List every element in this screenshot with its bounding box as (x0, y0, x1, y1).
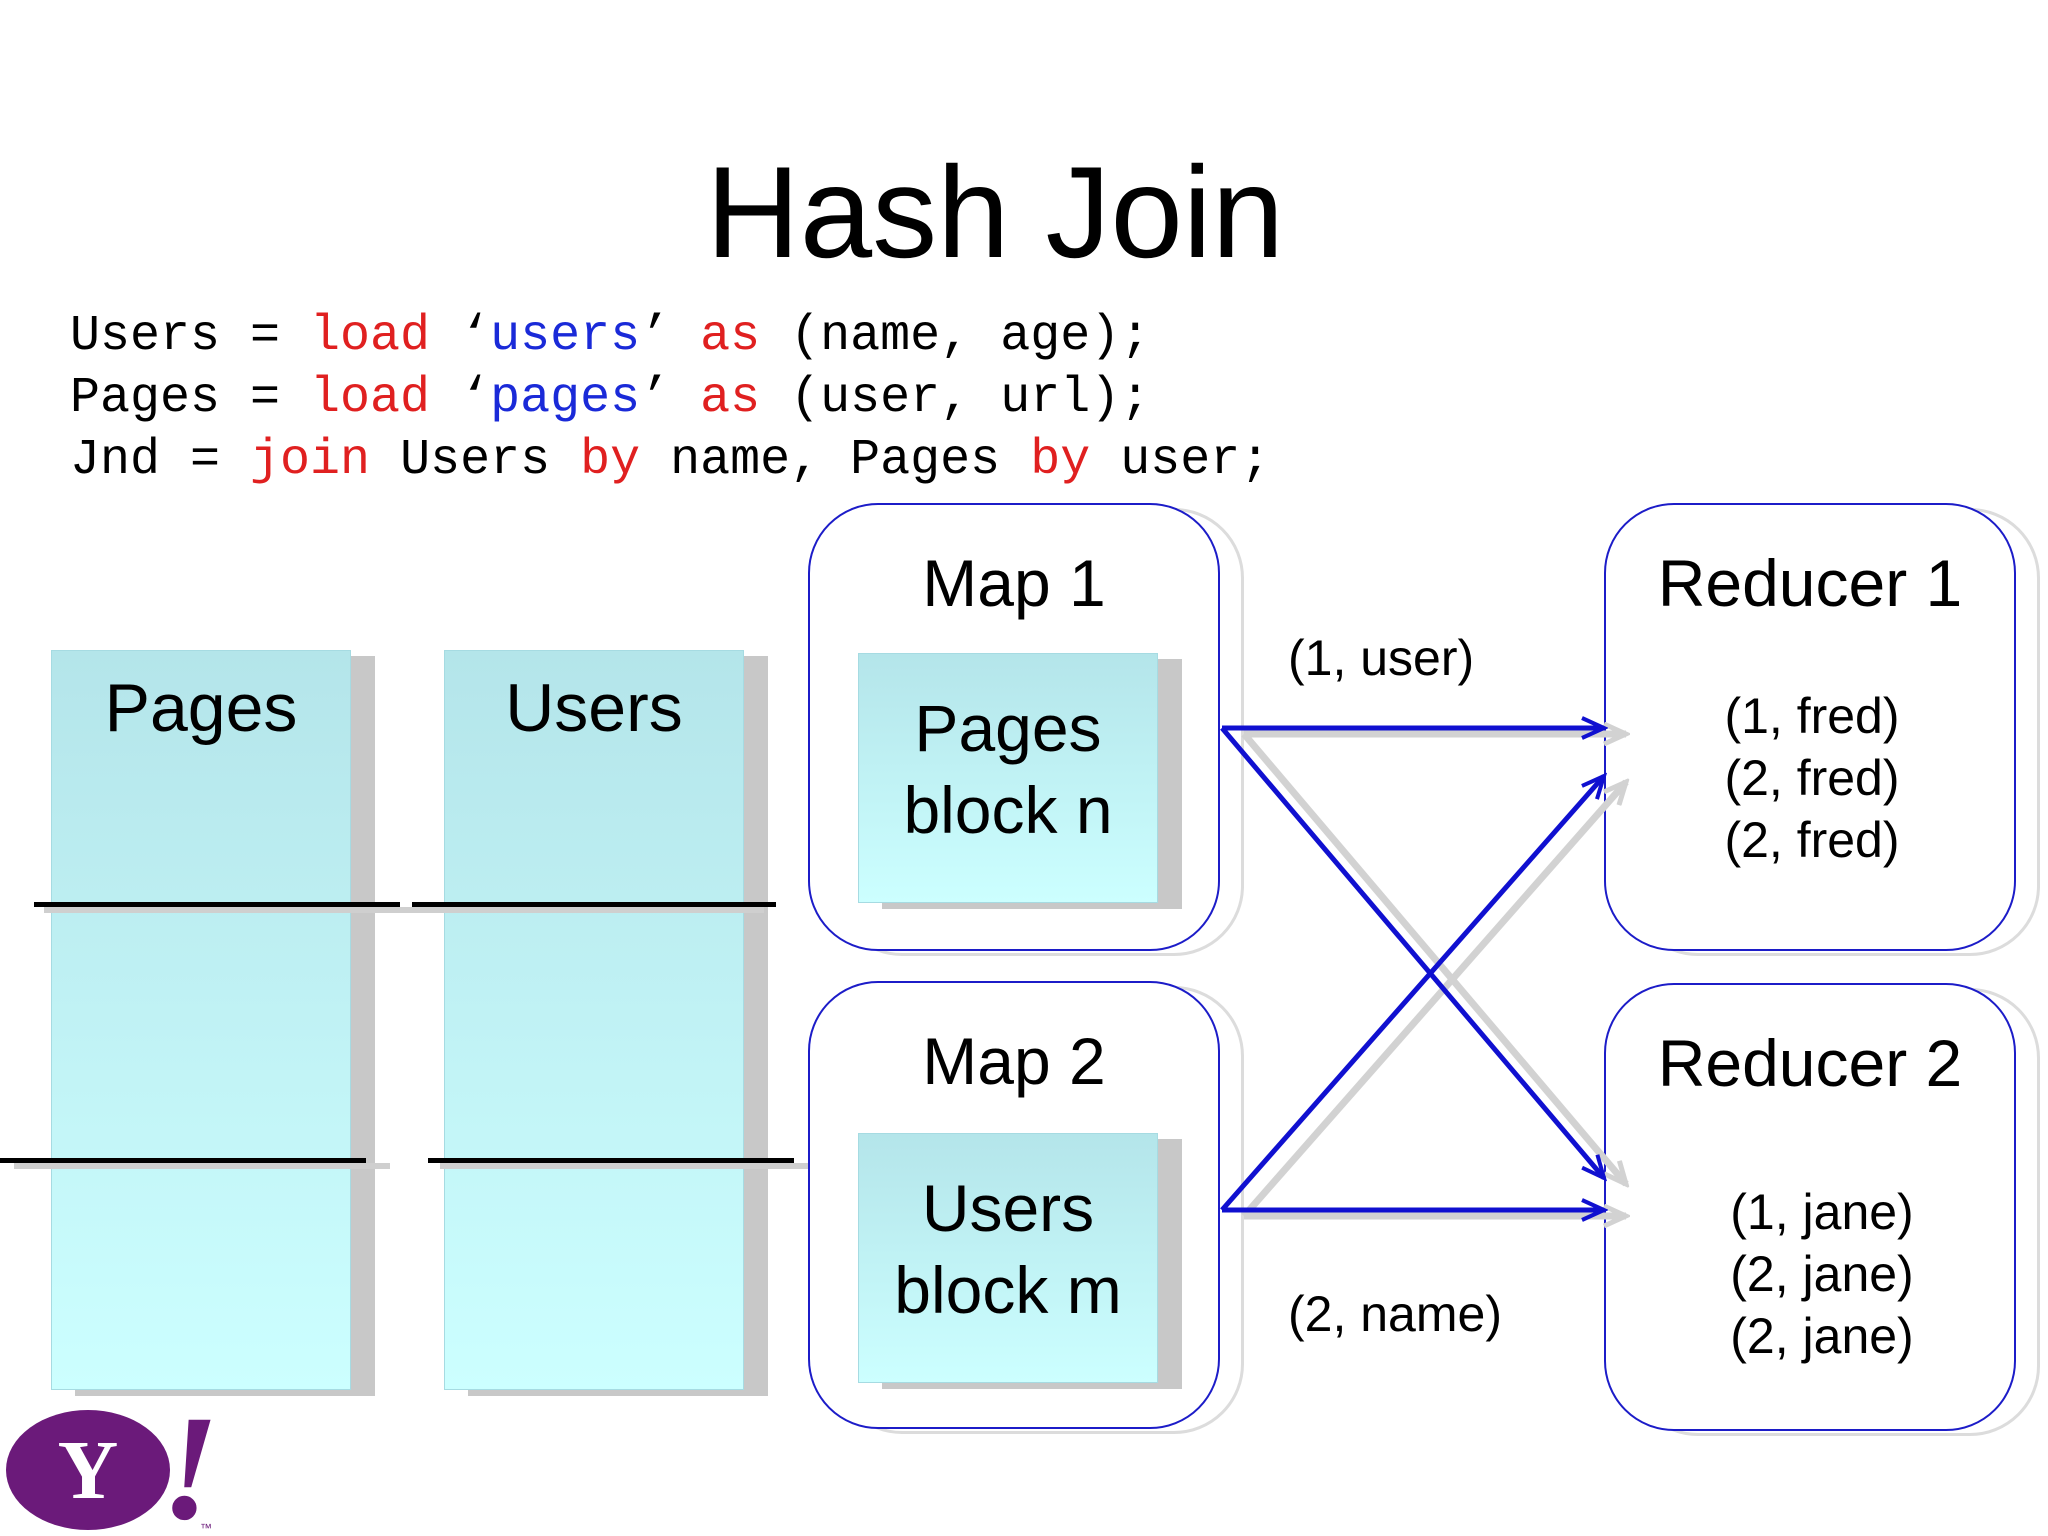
arrow-shadow (1241, 782, 1626, 1219)
code-keyword: by (1030, 432, 1091, 489)
map-2-title: Map 2 (922, 1024, 1106, 1098)
code-string: users (490, 308, 641, 365)
tuple-item: (2, fred) (1724, 750, 1900, 806)
pig-latin-code: Users = load ‘users’ as (name, age);Page… (70, 306, 1270, 492)
code-string: pages (490, 370, 641, 427)
separator-shadow (44, 907, 424, 913)
code-keyword: as (700, 370, 761, 427)
users-block-separator-1 (412, 902, 776, 907)
code-text: name, Pages (640, 432, 1031, 489)
reducer-2-box: Reducer 2 (1, jane) (2, jane) (2, jane) (1604, 983, 2016, 1431)
code-keyword: join (250, 432, 371, 489)
map2-to-reducer1-arrow (1220, 776, 1604, 1212)
pages-block-separator-2 (0, 1158, 366, 1163)
map-1-box: Map 1 Pages block n (808, 503, 1220, 951)
block-label-line-1: Users (921, 1171, 1095, 1245)
block-label-line-2: block m (894, 1253, 1122, 1327)
map1-to-reducer2-arrow (1220, 726, 1604, 1178)
code-text: ‘ (430, 308, 491, 365)
separator-shadow (440, 1163, 818, 1169)
tuple-item: (2, jane) (1730, 1246, 1914, 1302)
code-text: Pages = (70, 370, 311, 427)
users-column-label: Users (505, 670, 683, 746)
code-text: ’ (640, 370, 701, 427)
code-keyword: load (310, 308, 431, 365)
pages-block-separator-1 (34, 902, 400, 907)
block-label-line-1: Pages (914, 691, 1102, 765)
code-line-1: Users = load ‘users’ as (name, age); (70, 306, 1270, 368)
tuple-item: (1, fred) (1724, 688, 1900, 744)
arrow-shadows (1241, 731, 1626, 1219)
code-keyword: load (310, 370, 431, 427)
separator-shadow (14, 1163, 390, 1169)
column-face (444, 650, 744, 1390)
code-line-2: Pages = load ‘pages’ as (user, url); (70, 368, 1270, 430)
pages-column-label: Pages (104, 670, 298, 746)
block-face (858, 653, 1158, 903)
code-text: (user, url); (760, 370, 1151, 427)
yahoo-logo-icon: Y ! ™ (0, 1385, 230, 1536)
logo-exclamation: ! (161, 1398, 219, 1536)
code-text: (name, age); (760, 308, 1151, 365)
code-line-3: Jnd = join Users by name, Pages by user; (70, 430, 1270, 492)
slide-title: Hash Join (705, 139, 1285, 285)
separator-shadow (424, 907, 764, 913)
block-label-line-2: block n (903, 773, 1113, 847)
pages-input-column: Pages (51, 650, 375, 1396)
logo-letter: Y (58, 1424, 119, 1517)
reducer-1-box: Reducer 1 (1, fred) (2, fred) (2, fred) (1604, 503, 2016, 951)
logo-trademark: ™ (200, 1521, 212, 1535)
code-keyword: as (700, 308, 761, 365)
tuple-item: (2, fred) (1724, 812, 1900, 868)
arrow-lines (1220, 726, 1604, 1212)
reducer-2-title: Reducer 2 (1657, 1026, 1963, 1100)
code-text: ’ (640, 308, 701, 365)
column-face (51, 650, 351, 1390)
map-1-title: Map 1 (922, 546, 1106, 620)
pages-block-n: Pages block n (858, 653, 1182, 909)
users-block-m: Users block m (858, 1133, 1182, 1389)
reducer-2-tuples: (1, jane) (2, jane) (2, jane) (1672, 1181, 1972, 1367)
edge-label-top: (1, user) (1288, 630, 1475, 686)
code-text: Users = (70, 308, 311, 365)
code-text: user; (1090, 432, 1271, 489)
block-face (858, 1133, 1158, 1383)
map-2-box: Map 2 Users block m (808, 981, 1220, 1429)
reducer-1-tuples: (1, fred) (2, fred) (2, fred) (1662, 685, 1962, 871)
users-block-separator-2 (428, 1158, 794, 1163)
code-text: Jnd = (70, 432, 251, 489)
users-input-column: Users (444, 650, 768, 1396)
edge-label-bottom: (2, name) (1288, 1286, 1502, 1342)
code-text: ‘ (430, 370, 491, 427)
code-text: Users (370, 432, 581, 489)
code-keyword: by (580, 432, 641, 489)
arrow-shadow (1241, 731, 1626, 1184)
tuple-item: (2, jane) (1730, 1308, 1914, 1364)
tuple-item: (1, jane) (1730, 1184, 1914, 1240)
reducer-1-title: Reducer 1 (1657, 546, 1963, 620)
yahoo-logo-graphic: Y ! ™ (6, 1385, 219, 1536)
